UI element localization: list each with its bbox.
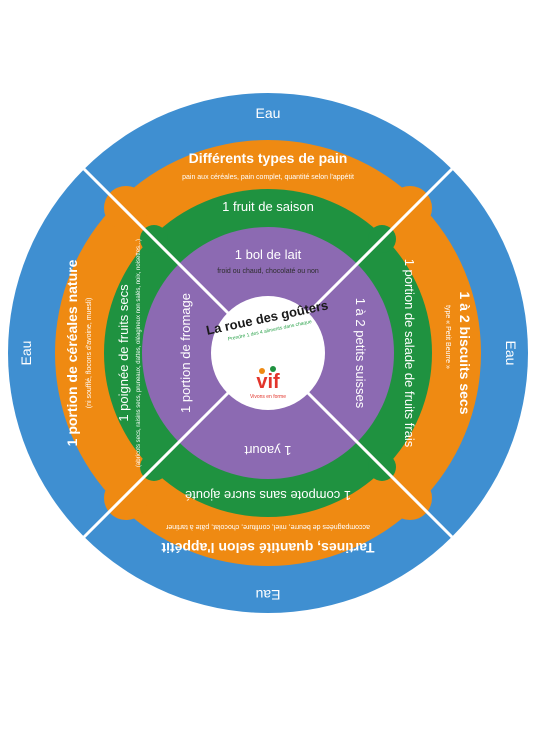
green-left-title: 1 poignée de fruits secs (116, 284, 131, 422)
orange-top-sub: pain aux céréales, pain complet, quantit… (182, 174, 354, 181)
water-label-bottom: Eau (256, 587, 281, 603)
purple-top-title: 1 bol de lait (235, 247, 302, 262)
orange-right-title: 1 à 2 biscuits secs (457, 292, 473, 415)
green-right-title: 1 portion de salade de fruits frais (402, 259, 417, 448)
orange-left-title: 1 portion de céréales nature (64, 259, 80, 446)
center-disc (211, 296, 325, 410)
logo-tagline: Vivons en forme (250, 394, 286, 400)
orange-bottom-sub: accompagnées de beurre, miel, confiture,… (165, 523, 370, 530)
vif-logo: vif Vivons en forme (250, 366, 286, 400)
green-left-sub: (abricots secs, raisins secs, pruneaux, … (136, 239, 142, 467)
logo-leaf-green (270, 366, 276, 372)
purple-bottom-title: 1 yaourt (244, 443, 291, 458)
orange-puzzle-knobs (104, 186, 432, 520)
green-top-title: 1 fruit de saison (222, 199, 314, 214)
orange-left-sub: (ni soufflé, flocons d'avoine, muesli) (86, 298, 93, 409)
logo-leaf-orange (259, 368, 265, 374)
purple-top-sub: froid ou chaud, chocolaté ou non (217, 268, 319, 275)
orange-bottom-title: Tartines, quantité selon l'appétit (161, 540, 374, 556)
quadrant-dividers (82, 167, 454, 539)
water-label-top: Eau (256, 105, 281, 121)
logo-mark: vif (256, 371, 280, 393)
water-label-right: Eau (503, 341, 519, 366)
water-label-left: Eau (18, 341, 34, 366)
green-bottom-title: 1 compote sans sucre ajouté (185, 488, 351, 503)
orange-top-title: Différents types de pain (189, 150, 348, 166)
orange-right-sub: type « Petit Beurre » (444, 305, 451, 369)
purple-left-title: 1 portion de fromage (178, 293, 193, 413)
purple-right-title: 1 à 2 petits suisses (353, 298, 368, 409)
